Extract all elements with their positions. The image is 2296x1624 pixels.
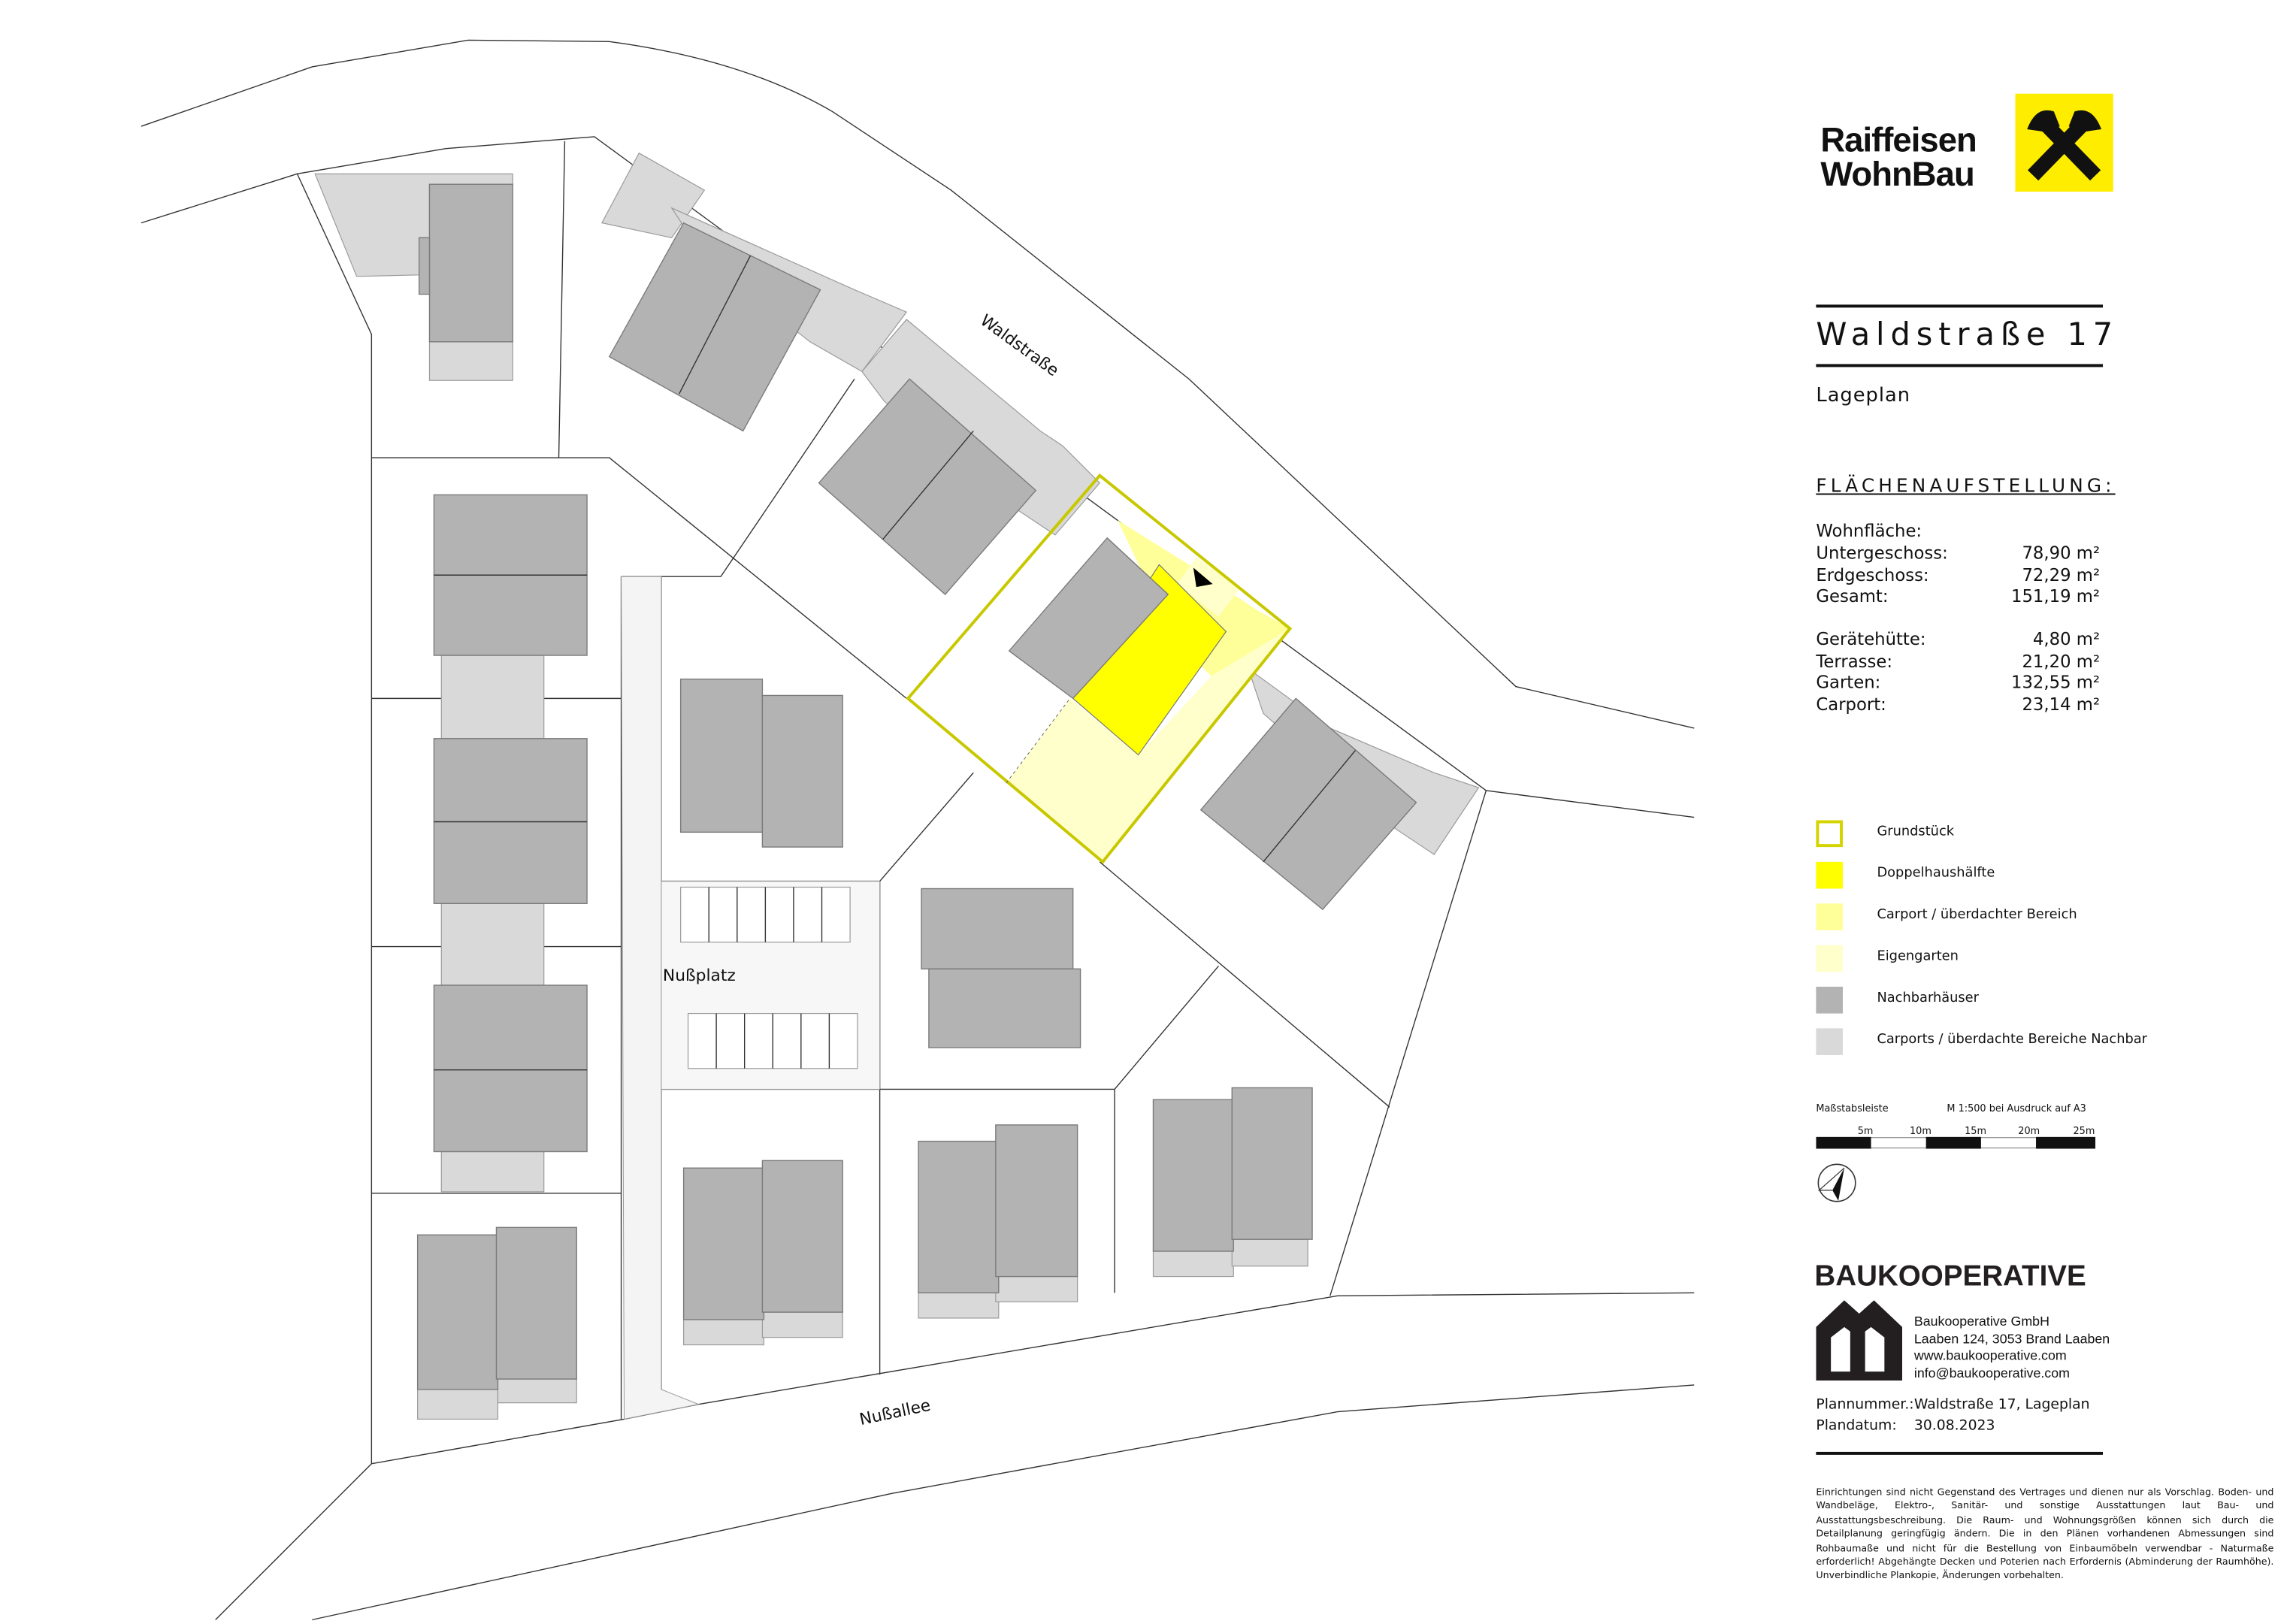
area-value: 21,20 m² bbox=[2022, 650, 2101, 671]
area-value: 23,14 m² bbox=[2022, 693, 2101, 715]
area-label: Untergeschoss: bbox=[1816, 542, 1948, 564]
area-value: 151,19 m² bbox=[2010, 585, 2101, 606]
area-label: Gesamt: bbox=[1816, 585, 1889, 606]
scale-tick: 20m bbox=[2018, 1124, 2040, 1137]
disclaimer-text: Einrichtungen sind nicht Gegenstand des … bbox=[1816, 1486, 2274, 1582]
area-label: Terrasse: bbox=[1816, 650, 1893, 671]
company-website-link[interactable]: www.baukooperative.com bbox=[1913, 1347, 2067, 1363]
raiffeisen-gable-cross-logo-icon bbox=[2015, 93, 2113, 192]
legend-swatch-house bbox=[1816, 861, 1843, 889]
private-garden bbox=[1006, 628, 1290, 862]
legend-swatch-neighbor-carports bbox=[1816, 1028, 1843, 1055]
areas-heading: FLÄCHENAUFSTELLUNG: bbox=[1816, 473, 2116, 497]
legend-label: Nachbarhäuser bbox=[1877, 990, 1979, 1006]
area-row: Carport: 23,14 m² bbox=[1816, 693, 2100, 715]
project-title: Waldstraße 17 bbox=[1816, 316, 2119, 352]
nussplatz-lane bbox=[621, 576, 700, 1420]
scale-tick: 10m bbox=[1909, 1124, 1931, 1137]
legend-label: Doppelhaushälfte bbox=[1877, 866, 1995, 882]
neighbor-house-half bbox=[1008, 537, 1169, 700]
divider bbox=[1816, 1451, 2104, 1454]
legend-swatch-neighbors bbox=[1816, 986, 1843, 1014]
property-boundary bbox=[906, 473, 1293, 864]
company-email-link[interactable]: info@baukooperative.com bbox=[1913, 1365, 2070, 1381]
parking-stalls bbox=[680, 886, 858, 1069]
legend-swatch-carport bbox=[1816, 903, 1843, 930]
legend-swatch-garden bbox=[1816, 945, 1843, 972]
scale-tick: 15m bbox=[1965, 1124, 1987, 1137]
brand-line-2: WohnBau bbox=[1820, 154, 1974, 194]
plan-date-value: 30.08.2023 bbox=[1913, 1417, 1995, 1435]
legend-label: Eigengarten bbox=[1877, 949, 1959, 965]
legend-label: Carports / überdachte Bereiche Nachbar bbox=[1877, 1033, 2148, 1048]
area-value: 72,29 m² bbox=[2022, 564, 2101, 585]
north-arrow-icon bbox=[1817, 1163, 1856, 1202]
area-group-label: Wohnfläche: bbox=[1816, 520, 2100, 542]
area-label: Carport: bbox=[1816, 693, 1886, 715]
waldstrasse-outer-edge bbox=[141, 39, 1695, 729]
area-label: Garten: bbox=[1816, 671, 1881, 693]
neighbor-houses bbox=[416, 183, 1417, 1390]
scale-tick: 25m bbox=[2073, 1124, 2095, 1137]
area-label: Erdgeschoss: bbox=[1816, 564, 1929, 585]
legend-swatch-plot bbox=[1816, 820, 1843, 848]
company-name: Baukooperative GmbH bbox=[1913, 1314, 2049, 1329]
brand-line-1: Raiffeisen bbox=[1820, 120, 1977, 159]
legend-label: Grundstück bbox=[1877, 824, 1955, 840]
plan-number-value: Waldstraße 17, Lageplan bbox=[1913, 1396, 2090, 1414]
area-value: 78,90 m² bbox=[2022, 542, 2101, 564]
area-row: Untergeschoss: 78,90 m² bbox=[1816, 543, 2100, 564]
plan-number-label: Plannummer.: bbox=[1816, 1396, 1914, 1414]
company-address: Laaben 124, 3053 Brand Laaben bbox=[1913, 1330, 2110, 1346]
scale-bar bbox=[1816, 1136, 2096, 1149]
place-label-nussplatz: Nußplatz bbox=[662, 966, 736, 986]
area-row: Gesamt: 151,19 m² bbox=[1816, 585, 2100, 607]
nussallee-south-edge bbox=[215, 1384, 1695, 1621]
area-value: 4,80 m² bbox=[2032, 628, 2101, 650]
waldstrasse-inner-edge bbox=[141, 136, 1695, 818]
divider bbox=[1816, 364, 2104, 367]
subject-plot bbox=[906, 473, 1293, 864]
plan-type: Lageplan bbox=[1816, 385, 1911, 407]
area-row: Garten: 132,55 m² bbox=[1816, 672, 2100, 694]
company-logo-houses-icon bbox=[1816, 1300, 1903, 1381]
area-value: 132,55 m² bbox=[2010, 671, 2101, 693]
area-row: Terrasse: 21,20 m² bbox=[1816, 650, 2100, 672]
divider bbox=[1816, 304, 2104, 307]
scale-tick: 5m bbox=[1857, 1124, 1874, 1137]
area-label: Wohnfläche: bbox=[1816, 520, 1922, 541]
company-logo-wordmark: BAUKOOPERATIVE bbox=[1814, 1260, 2086, 1293]
area-row: Gerätehütte: 4,80 m² bbox=[1816, 628, 2100, 650]
scale-note: M 1:500 bei Ausdruck auf A3 bbox=[1947, 1102, 2086, 1115]
plan-date-label: Plandatum: bbox=[1816, 1417, 1897, 1435]
scale-bar-label: Maßstabsleiste bbox=[1816, 1102, 1889, 1115]
area-label: Gerätehütte: bbox=[1816, 628, 1926, 650]
legend-label: Carport / überdachter Bereich bbox=[1877, 908, 2077, 923]
area-row: Erdgeschoss: 72,29 m² bbox=[1816, 564, 2100, 585]
entrance-arrow-icon bbox=[1193, 567, 1213, 588]
